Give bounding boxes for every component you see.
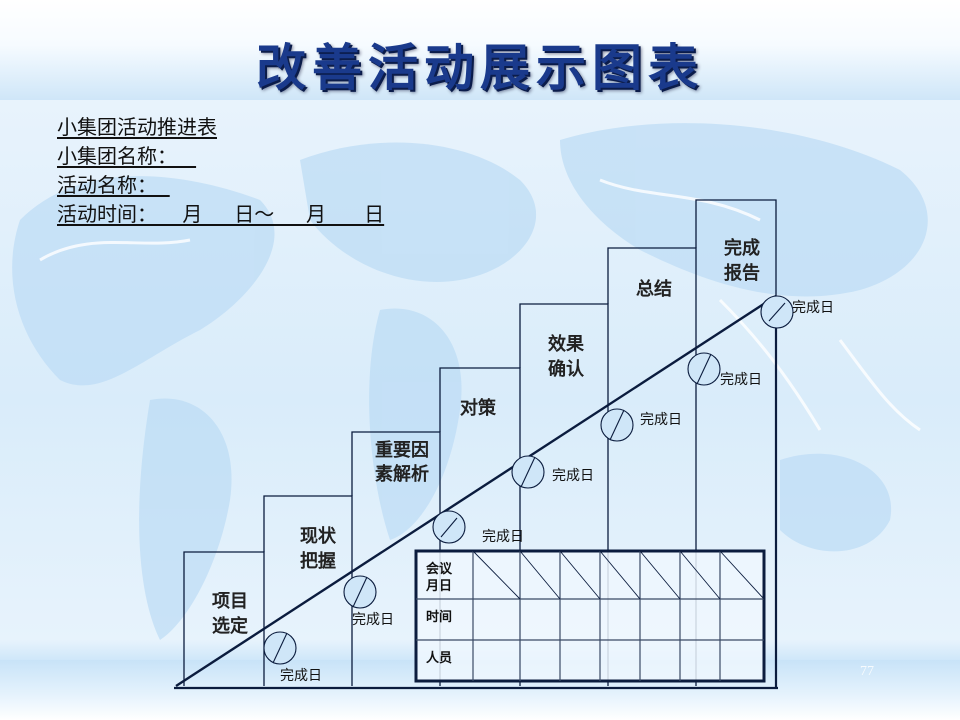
table-row-meeting-label-a: 会议: [426, 561, 453, 577]
milestone-label-2: 完成日: [352, 612, 394, 628]
table-row-meeting-label-b: 月日: [425, 579, 452, 594]
milestone-circle-5: [600, 408, 634, 442]
slide-title: 改善活动展示图表: [256, 38, 704, 97]
milestone-label-1: 完成日: [280, 668, 322, 684]
progress-diagonal: [175, 294, 777, 688]
world-map-background: [12, 123, 928, 640]
page-number: 77: [860, 664, 874, 679]
step-2-label-b: 把握: [300, 550, 336, 572]
milestone-circle-6: [687, 352, 721, 386]
table-row-people-label: 人员: [426, 650, 452, 666]
milestone-circle-1: [263, 631, 297, 665]
milestone-label-7: 完成日: [792, 300, 834, 316]
step-2-label-a: 现状: [300, 525, 337, 547]
milestone-circle-7: [760, 295, 794, 329]
milestone-circle-3: [432, 510, 466, 544]
milestone-label-5: 完成日: [640, 412, 682, 428]
step-6-box: [607, 247, 697, 686]
step-7-label-b: 报告: [724, 262, 760, 284]
step-1-label-b: 选定: [212, 615, 248, 637]
step-3-label-b: 素解析: [375, 463, 429, 485]
header-band: [0, 0, 960, 100]
step-3-label-a: 重要因: [375, 439, 429, 461]
info-table-name: 小集团活动推进表: [57, 115, 217, 139]
step-4-label-a: 对策: [460, 397, 497, 419]
table-row-time-label: 时间: [426, 609, 452, 625]
step-1-label-a: 项目: [212, 591, 248, 612]
step-7-label-a: 完成: [724, 237, 760, 259]
step-4-box: [439, 367, 521, 686]
info-activity-name: 活动名称：: [57, 173, 170, 197]
step-5-label-a: 效果: [548, 333, 585, 355]
info-activity-time: 活动时间： 月 日～ 月 日: [57, 202, 385, 226]
info-group-name: 小集团名称：: [57, 144, 197, 168]
milestone-label-3: 完成日: [482, 529, 524, 545]
step-5-label-b: 确认: [548, 358, 585, 380]
step-5-box: [519, 303, 609, 686]
milestone-label-6: 完成日: [720, 372, 762, 388]
milestone-label-4: 完成日: [552, 468, 594, 484]
step-6-label-a: 总结: [636, 278, 672, 300]
step-1-box: [183, 551, 265, 686]
milestone-circle-2: [343, 575, 377, 609]
milestone-circle-4: [511, 455, 545, 489]
meeting-table: 会议 月日 时间 人员: [414, 549, 766, 683]
